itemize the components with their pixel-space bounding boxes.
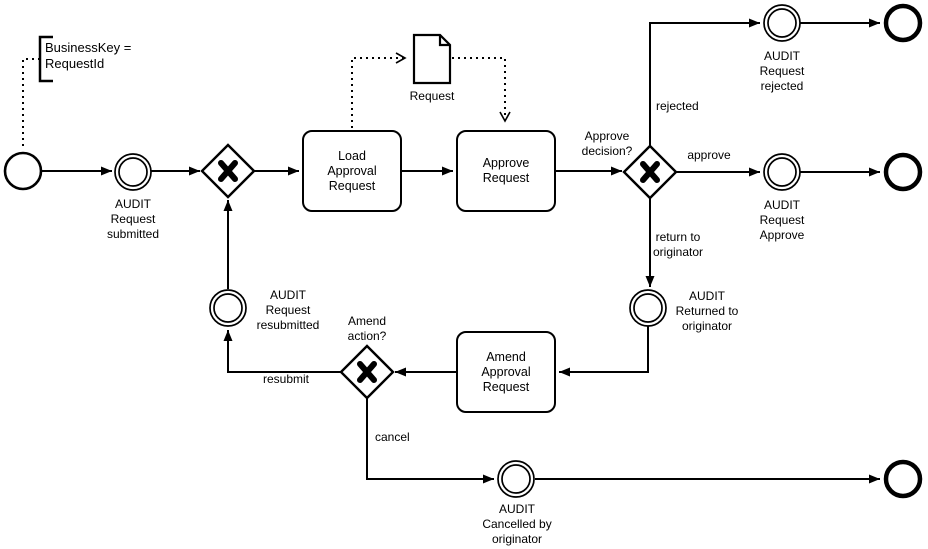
- task-amend-approval-request[interactable]: Amend Approval Request: [456, 331, 556, 413]
- document-fold-icon: [438, 35, 450, 47]
- label-flow-rejected: rejected: [656, 99, 699, 113]
- flow-returned-event-to-amend-task[interactable]: [559, 326, 649, 377]
- gateway-merge[interactable]: [200, 143, 256, 199]
- intermediate-event-request-approve[interactable]: [763, 153, 801, 191]
- end-event-rejected[interactable]: [883, 3, 923, 43]
- label-event-cancelled-by-originator: AUDIT Cancelled by originator: [482, 502, 552, 546]
- flow-rejected[interactable]: [649, 18, 760, 147]
- flow-resubmit[interactable]: [223, 330, 341, 373]
- intermediate-event-request-rejected[interactable]: [763, 4, 801, 42]
- label-flow-approve: approve: [687, 148, 731, 162]
- x-mark-icon: [357, 361, 377, 383]
- gateway-amend-action[interactable]: [339, 344, 395, 400]
- flow-cancel[interactable]: [366, 398, 494, 484]
- annotation-bracket[interactable]: [38, 35, 53, 83]
- label-gateway-amend-action: Amend action?: [347, 314, 387, 343]
- label-flow-return-to-originator: return to originator: [652, 230, 704, 259]
- x-mark-icon: [218, 160, 238, 182]
- end-event-approved[interactable]: [883, 152, 923, 192]
- end-event-cancelled[interactable]: [883, 459, 923, 499]
- intermediate-event-request-resubmitted[interactable]: [209, 289, 247, 327]
- data-object-request[interactable]: [412, 33, 452, 85]
- association-annotation-to-start[interactable]: [22, 58, 40, 148]
- intermediate-event-cancelled-by-originator[interactable]: [497, 460, 535, 498]
- label-event-request-resubmitted: AUDIT Request resubmitted: [256, 288, 320, 332]
- task-approve-request[interactable]: Approve Request: [456, 130, 556, 212]
- task-label: Approve Request: [482, 156, 530, 185]
- label-event-request-approve: AUDIT Request Approve: [759, 198, 805, 242]
- label-event-returned-to-originator: AUDIT Returned to originator: [675, 289, 739, 333]
- task-label: Amend Approval Request: [481, 349, 531, 394]
- intermediate-event-returned-to-originator[interactable]: [629, 289, 667, 327]
- task-load-approval-request[interactable]: Load Approval Request: [302, 130, 402, 212]
- label-event-request-submitted: AUDIT Request submitted: [106, 197, 160, 241]
- label-flow-cancel: cancel: [375, 430, 410, 444]
- label-event-request-rejected: AUDIT Request rejected: [759, 49, 805, 93]
- gateway-approve-decision[interactable]: [622, 144, 678, 200]
- label-data-object-request: Request: [409, 89, 455, 103]
- start-event[interactable]: [3, 151, 43, 191]
- label-gateway-approve-decision: Approve decision?: [581, 129, 633, 158]
- intermediate-event-request-submitted[interactable]: [114, 153, 152, 191]
- task-label: Load Approval Request: [327, 148, 377, 193]
- label-flow-resubmit: resubmit: [262, 372, 309, 386]
- x-mark-icon: [640, 161, 660, 183]
- text-annotation-businesskey[interactable]: BusinessKey = RequestId: [45, 40, 132, 71]
